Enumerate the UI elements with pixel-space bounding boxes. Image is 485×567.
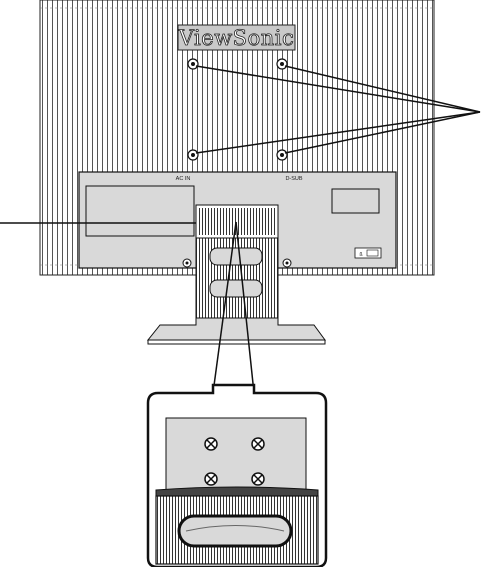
stand-neck: [196, 205, 278, 330]
stand-base: [148, 318, 325, 344]
cross-screw-icon: [252, 438, 264, 450]
mount-plate: [166, 418, 306, 498]
d-sub-label: D-SUB: [285, 176, 302, 182]
d-sub-compartment: [332, 189, 379, 213]
vesa-screw-top-right: [277, 59, 287, 69]
vesa-screw-top-left: [188, 59, 198, 69]
ac-in-label: AC IN: [176, 176, 191, 182]
power-compartment: [86, 186, 194, 236]
lock-symbol: ß: [359, 252, 362, 258]
cross-screw-icon: [205, 473, 217, 485]
stand-neck-closeup: [156, 487, 318, 564]
cross-screw-icon: [252, 473, 264, 485]
cross-screw-icon: [205, 438, 217, 450]
vesa-screw-bottom-left: [188, 150, 198, 160]
vesa-screw-bottom-right: [277, 150, 287, 160]
brand-name: ViewSonic: [178, 26, 294, 50]
brand-logo: ViewSonic: [178, 25, 295, 50]
zoom-detail-box: [148, 385, 326, 567]
